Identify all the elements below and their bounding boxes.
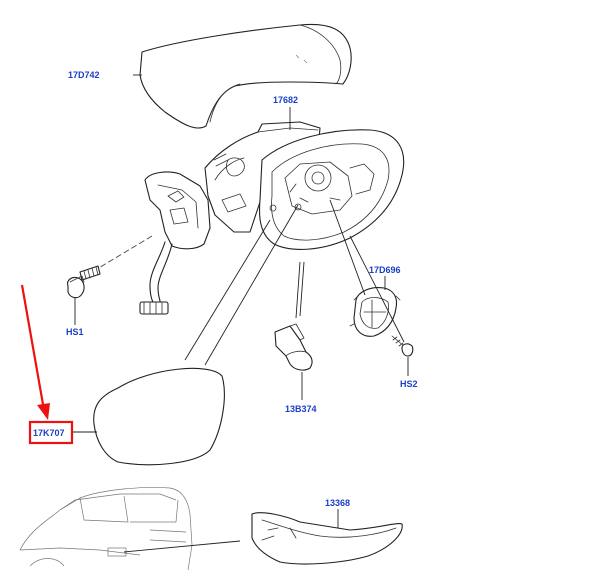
label-HS2: HS2 <box>400 379 418 389</box>
label-17682: 17682 <box>273 95 298 105</box>
leader-housing-to-glass-2 <box>204 204 299 366</box>
mirror-glass-part <box>72 367 225 466</box>
leader-housing-to-motor <box>329 199 366 296</box>
label-13B374: 13B374 <box>285 404 317 414</box>
screw-hs1-part <box>67 265 101 325</box>
leader-housing-to-glass <box>184 219 271 361</box>
leader-housing-to-lamp-2 <box>299 261 305 317</box>
label-17D742: 17D742 <box>68 70 100 80</box>
screw-hs2-part <box>391 335 414 376</box>
label-HS1: HS1 <box>66 327 84 337</box>
leader-housing-to-screw <box>349 235 405 343</box>
mirror-cover-part <box>133 23 352 129</box>
red-highlight-box <box>28 420 74 445</box>
puddle-lamp-part <box>274 323 313 400</box>
mirror-housing-part <box>139 107 405 315</box>
red-arrow-shaft <box>20 284 46 411</box>
label-17K707: 17K707 <box>33 428 65 438</box>
vehicle-outline <box>19 487 241 570</box>
motor-part <box>349 276 401 337</box>
red-arrow-head <box>37 403 50 420</box>
label-13368: 13368 <box>325 498 350 508</box>
side-indicator-part <box>251 509 403 565</box>
label-17D696: 17D696 <box>369 265 401 275</box>
leader-housing-to-lamp <box>295 261 301 319</box>
highlight-annotation: 17K707 <box>20 284 74 445</box>
assembly-dashed-line <box>91 235 153 273</box>
